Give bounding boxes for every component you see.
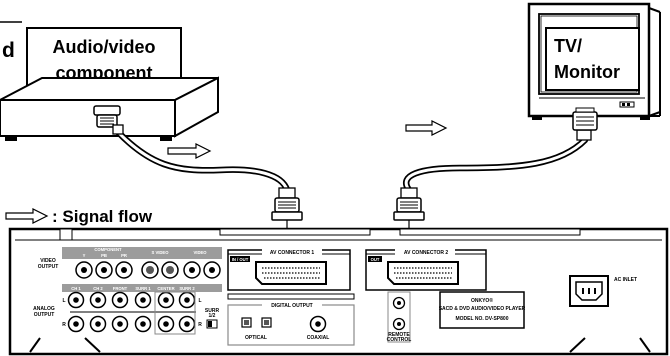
optical-jack-icon[interactable] — [241, 317, 272, 328]
video-output-label-2: OUTPUT — [38, 264, 59, 270]
coaxial-label: COAXIAL — [307, 335, 330, 341]
rca-jack-icon[interactable] — [134, 315, 152, 333]
analog-output-label-1: ANALOG — [33, 306, 55, 312]
analog-col-front: FRONT — [113, 286, 128, 291]
signal-flow-label: : Signal flow — [52, 207, 153, 226]
rca-jack-icon[interactable] — [115, 261, 133, 279]
av-component-label-line1: Audio/video — [53, 37, 156, 57]
analog-output-label-2: OUTPUT — [34, 312, 55, 318]
analog-col-ch1: CH 1 — [71, 286, 81, 291]
cut-letter: d — [2, 39, 15, 62]
av1-in-out-label: IN / OUT — [232, 257, 249, 262]
component-col-pb: PB — [101, 253, 107, 258]
scart-plug-icon — [572, 107, 598, 141]
tv-monitor-label-box: TV/ Monitor — [545, 27, 640, 91]
optical-label: OPTICAL — [245, 335, 267, 341]
av-connector-2-label: AV CONNECTOR 2 — [404, 250, 448, 256]
s-video-jack-icon[interactable] — [141, 261, 159, 279]
coaxial-jack-icon[interactable] — [309, 315, 327, 333]
ac-inlet-label: AC INLET — [614, 277, 637, 283]
analog-r-label: R — [62, 322, 66, 328]
video-output-label-1: VIDEO — [40, 258, 56, 264]
analog-l-label: L — [62, 298, 65, 304]
analog-col-surr2: SURR 2 — [179, 286, 195, 291]
analog-l-label-right: L — [198, 298, 201, 304]
rca-jack-icon[interactable] — [111, 315, 129, 333]
analog-col-surr1: SURR 1 — [135, 286, 151, 291]
analog-jacks — [67, 291, 196, 335]
video-label: VIDEO — [193, 250, 207, 255]
rca-jack-icon[interactable] — [111, 291, 129, 309]
analog-r-label-right: R — [198, 322, 202, 328]
rca-jack-icon[interactable] — [178, 315, 196, 333]
component-box-icon — [0, 76, 219, 141]
rca-jack-icon[interactable] — [157, 291, 175, 309]
video-jacks — [75, 261, 221, 279]
scart-socket-icon[interactable] — [255, 261, 327, 285]
scart-socket-icon[interactable] — [387, 261, 459, 285]
analog-output-section: CH 1 CH 2 FRONT SURR 1 CENTER SURR 2 ANA… — [33, 284, 222, 336]
surr-switch-label-1: SURR — [205, 308, 220, 314]
nameplate-model: MODEL NO. DV-SP800 — [456, 316, 509, 322]
component-col-y: Y — [83, 253, 86, 258]
signal-arrow-icon — [167, 143, 212, 159]
rca-jack-icon[interactable] — [67, 315, 85, 333]
rca-jack-icon[interactable] — [89, 315, 107, 333]
remote-jack-icon[interactable] — [392, 296, 406, 310]
remote-control-label-2: CONTROL — [387, 337, 412, 343]
scart-cable-right — [393, 107, 598, 247]
digital-output-section: DIGITAL OUTPUT OPTICAL COAXIAL — [227, 293, 355, 346]
rca-jack-icon[interactable] — [75, 261, 93, 279]
signal-flow-legend: : Signal flow — [5, 207, 153, 226]
rca-jack-icon[interactable] — [157, 315, 175, 333]
av2-out-label: OUT — [371, 257, 380, 262]
rca-jack-icon[interactable] — [134, 291, 152, 309]
av-connector-1-label: AV CONNECTOR 1 — [270, 250, 314, 256]
rca-jack-icon[interactable] — [95, 261, 113, 279]
rca-jack-icon[interactable] — [203, 261, 221, 279]
model-nameplate: ONKYO® SACD & DVD AUDIO/VIDEO PLAYER MOD… — [439, 291, 526, 329]
analog-col-ch2: CH 2 — [93, 286, 103, 291]
remote-jack-icon[interactable] — [392, 317, 406, 331]
scart-plug-icon — [271, 187, 303, 247]
surr-switch-label-2: 1/2 — [209, 313, 216, 319]
ac-inlet-section: AC INLET — [569, 275, 637, 307]
rca-jack-icon[interactable] — [67, 291, 85, 309]
scart-plug-icon — [93, 105, 124, 135]
s-video-jack-icon[interactable] — [161, 261, 179, 279]
s-video-label: S VIDEO — [152, 250, 170, 255]
analog-col-center: CENTER — [157, 286, 174, 291]
nameplate-line1: SACD & DVD AUDIO/VIDEO PLAYER — [439, 306, 526, 312]
component-label: COMPONENT — [94, 247, 122, 252]
previous-box-fragment: d — [0, 21, 22, 62]
scart-cable-left — [93, 105, 303, 247]
power-socket-icon[interactable] — [569, 275, 609, 307]
av-connector-1: AV CONNECTOR 1 IN / OUT — [227, 249, 351, 291]
signal-arrow-icon — [5, 208, 49, 224]
rca-jack-icon[interactable] — [178, 291, 196, 309]
tv-monitor-label-line1: TV/ — [554, 36, 582, 56]
rca-jack-icon[interactable] — [89, 291, 107, 309]
av-connector-2: AV CONNECTOR 2 OUT — [365, 249, 487, 291]
digital-output-label: DIGITAL OUTPUT — [271, 303, 312, 309]
remote-control-section: REMOTE CONTROL — [387, 291, 412, 343]
signal-arrow-icon — [405, 120, 448, 136]
remote-control-label-1: REMOTE — [388, 332, 410, 338]
component-col-pr: PR — [121, 253, 127, 258]
rca-jack-icon[interactable] — [183, 261, 201, 279]
scart-plug-icon — [393, 187, 425, 247]
video-output-section: COMPONENT Y PB PR S VIDEO VIDEO VIDEO OU… — [38, 247, 222, 270]
tv-monitor-label-line2: Monitor — [554, 62, 620, 82]
brand-logo: ONKYO® — [471, 297, 493, 304]
